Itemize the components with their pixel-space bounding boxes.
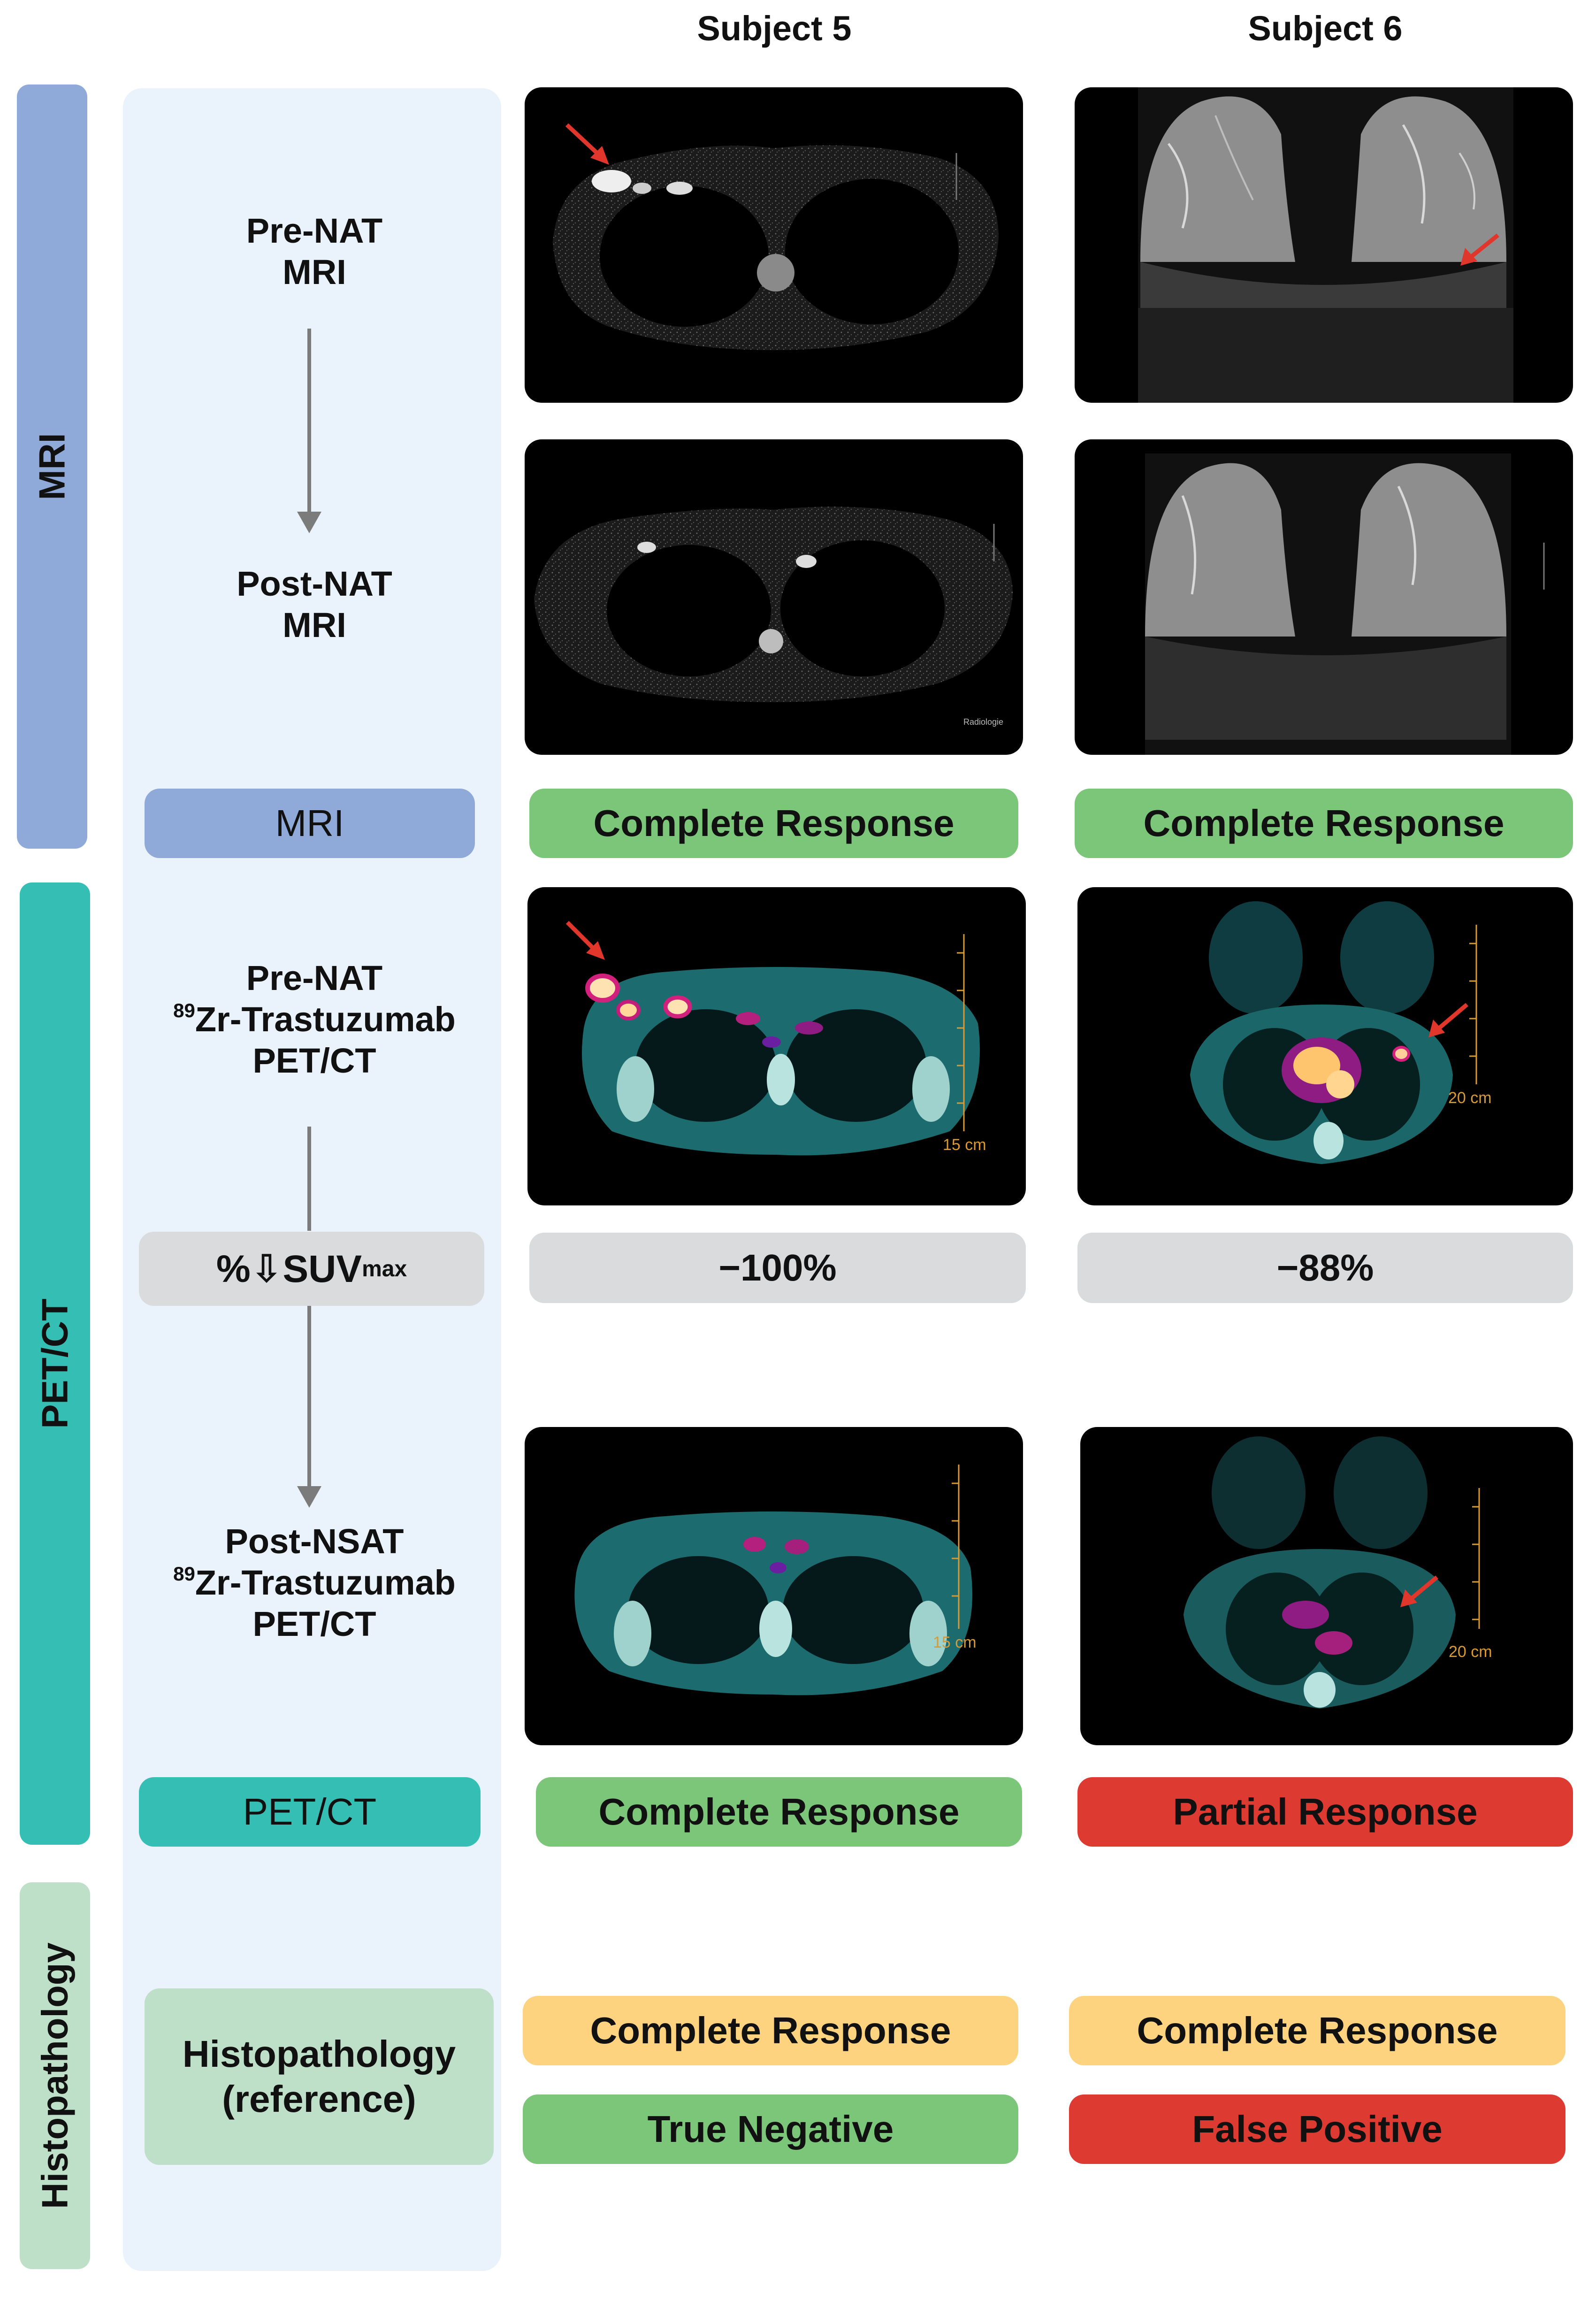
pet-arrow-line-lower <box>307 1306 311 1489</box>
subject5-classification: True Negative <box>523 2094 1018 2164</box>
subject6-pet-result: Partial Response <box>1077 1777 1573 1847</box>
subject6-histo-result: Complete Response <box>1069 1996 1565 2065</box>
row-labels-panel <box>123 88 501 2271</box>
mri-section-label: MRI <box>31 433 73 500</box>
histopathology-section-bar: Histopathology <box>20 1882 90 2269</box>
pet-arrow-head <box>297 1486 321 1508</box>
subject5-pre-pet-scan: 15 cm <box>527 887 1026 1205</box>
subject6-mri-result: Complete Response <box>1075 789 1573 858</box>
mri-section-bar: MRI <box>17 84 87 849</box>
mri-arrow-line <box>307 329 311 514</box>
subject6-post-mri-scan <box>1075 439 1573 755</box>
subject6-classification: False Positive <box>1069 2094 1565 2164</box>
subject-6-header: Subject 6 <box>1248 9 1403 48</box>
subject5-pre-mri-scan <box>525 87 1023 403</box>
radiologie-watermark: Radiologie <box>963 717 1003 727</box>
subject5-pet-result: Complete Response <box>536 1777 1022 1847</box>
subject5-mri-result: Complete Response <box>529 789 1018 858</box>
scale-label: 20 cm <box>1448 1089 1492 1107</box>
subject6-pre-mri-scan <box>1075 87 1573 403</box>
subject6-pre-pet-scan: 20 cm <box>1077 887 1573 1205</box>
subject6-suv-change: −88% <box>1077 1233 1573 1303</box>
petct-section-label: PET/CT <box>34 1298 76 1429</box>
pre-nat-pet-label: Pre-NAT 89Zr-Trastuzumab PET/CT <box>173 959 456 1080</box>
scale-label: 15 cm <box>943 1136 986 1154</box>
pet-arrow-line-upper <box>307 1127 311 1231</box>
subject5-suv-change: −100% <box>529 1233 1026 1303</box>
subject6-post-pet-scan: 20 cm <box>1080 1427 1573 1745</box>
petct-modality-pill: PET/CT <box>139 1777 481 1847</box>
histopathology-section-label: Histopathology <box>34 1942 76 2209</box>
mri-modality-pill: MRI <box>145 789 475 858</box>
subject5-histo-result: Complete Response <box>523 1996 1018 2065</box>
post-nsat-pet-label: Post-NSAT 89Zr-Trastuzumab PET/CT <box>173 1522 456 1643</box>
subject-5-header: Subject 5 <box>697 9 852 48</box>
subject5-post-pet-scan: 15 cm <box>525 1427 1023 1745</box>
subject5-post-mri-scan: Radiologie <box>525 439 1023 755</box>
petct-section-bar: PET/CT <box>20 882 90 1845</box>
scale-label: 15 cm <box>933 1634 977 1651</box>
mri-arrow-head <box>297 512 321 533</box>
histopathology-reference-pill: Histopathology(reference) <box>145 1988 494 2165</box>
scale-label: 20 cm <box>1449 1643 1492 1661</box>
